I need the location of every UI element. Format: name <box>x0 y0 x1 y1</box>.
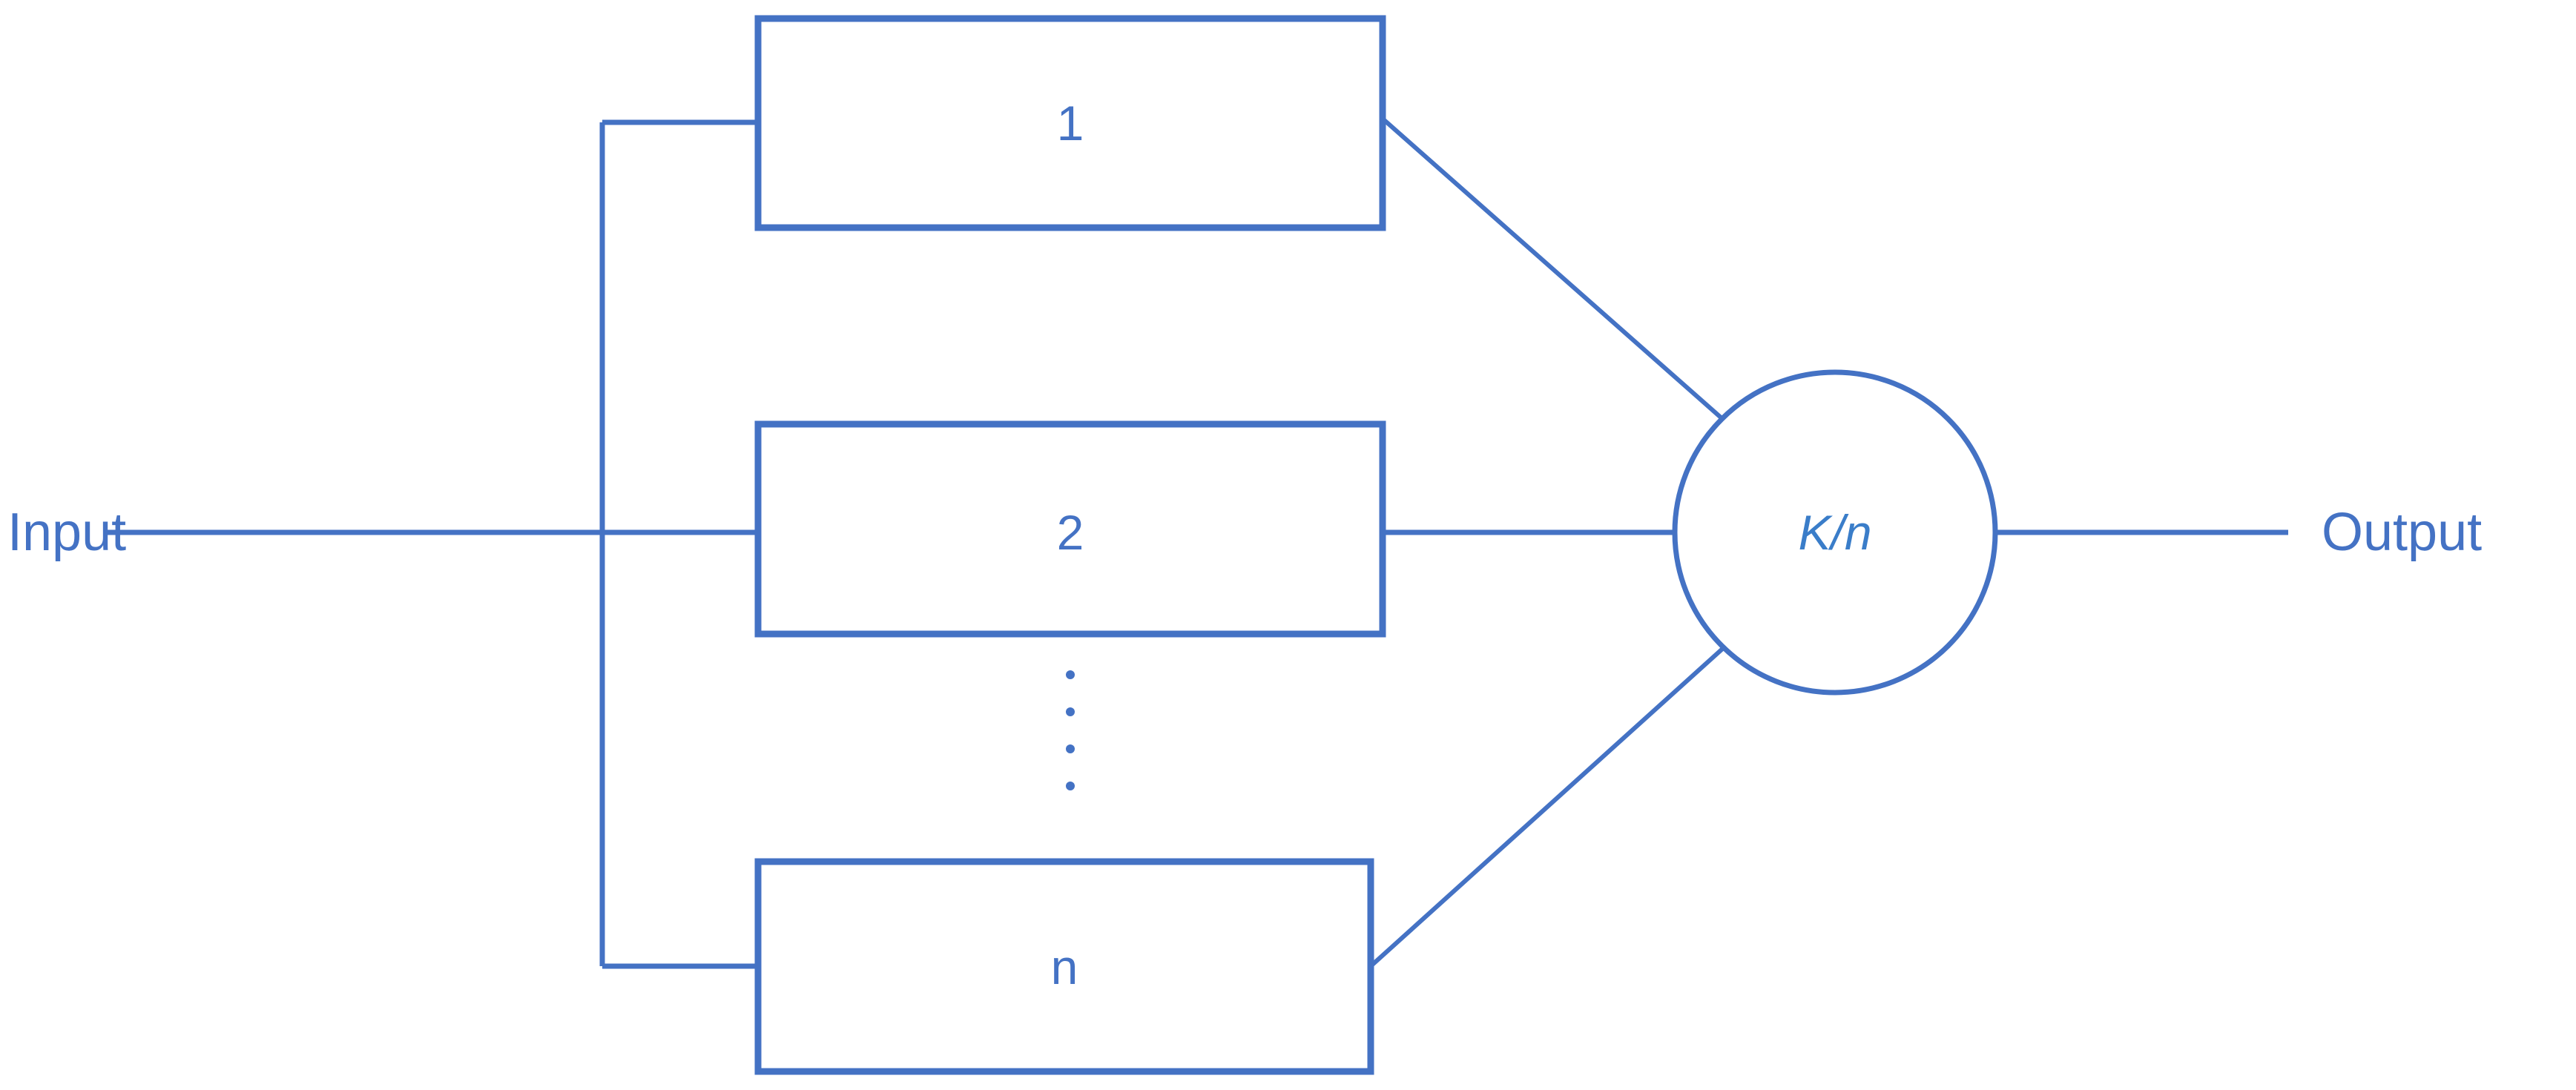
ellipsis-dot <box>1066 782 1075 790</box>
block-rect-2[interactable] <box>754 420 1386 638</box>
input-label: Input <box>7 503 127 562</box>
ellipsis-dot <box>1066 670 1075 679</box>
block-rect-1[interactable] <box>754 15 1386 231</box>
gain-label: K/n <box>1798 505 1872 560</box>
merge-wire-block-1 <box>1381 116 1728 425</box>
ellipsis-dot <box>1066 707 1075 716</box>
ellipsis-dot <box>1066 744 1075 753</box>
output-label: Output <box>2322 503 2483 562</box>
merge-wire-block-n <box>1368 641 1730 968</box>
block-rect-n[interactable] <box>754 858 1374 1075</box>
